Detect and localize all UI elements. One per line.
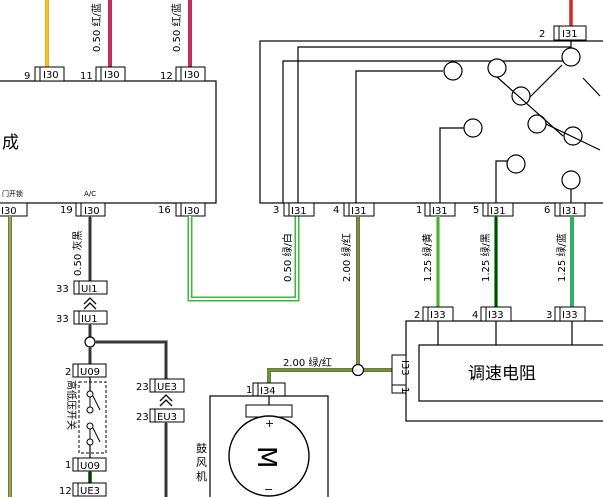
ui1-conn: UI1	[81, 284, 98, 295]
switch-pin5-conn: I31	[490, 206, 506, 217]
motor-plus: +	[265, 417, 274, 430]
ecu-bot-pin-16-num: 16	[158, 205, 171, 216]
eu3-num: 23	[136, 412, 149, 423]
ue3-top-conn: UE3	[157, 382, 177, 393]
resistor-pin3-conn: I33	[562, 310, 578, 321]
ecu-top-pin-11-conn: I30	[104, 70, 120, 81]
switch-contact-2	[463, 118, 483, 138]
wire-label-pin19: 0.50 灰黑	[71, 231, 84, 276]
ecu-partial-name: 成	[2, 133, 19, 153]
wire-label-pin4: 2.00 绿/红	[340, 233, 353, 282]
ue3-bot-conn: UE3	[80, 486, 100, 497]
wire-label-pin3: 0.50 绿/白	[281, 233, 294, 282]
wire-label-pin5: 1.25 绿/黑	[479, 233, 492, 282]
switch-pin5-num: 5	[473, 205, 479, 216]
switch-top-pin-conn: I31	[562, 29, 578, 40]
i34-conn: I34	[260, 386, 276, 397]
ecu-top-pin-9-num: 9	[24, 71, 30, 82]
ecu-label-ac: A/C	[84, 190, 96, 198]
i34-num: 1	[246, 385, 252, 396]
wire-label-pin1: 1.25 绿/黄	[421, 233, 434, 282]
splice-node-left	[84, 336, 96, 348]
ecu-top-pin-12-conn: I30	[184, 70, 200, 81]
blower-feed-wire: 2.00 绿/红	[267, 356, 392, 383]
wire-label-top-12: 0.50 红/蓝	[170, 3, 183, 52]
pin19-chain: 0.50 灰黑 33 UI1 33 IU1 2 U09 高低压开关	[56, 216, 168, 497]
switch-pin4-num: 4	[333, 205, 339, 216]
ecu-block: 成 门开锁 A/C 9 I30 11 I30 12 I30 I30 19 I30…	[0, 66, 217, 217]
ecu-bot-pin-19-num: 19	[60, 205, 73, 216]
u09-bot-num: 1	[65, 460, 71, 471]
switch-contact-1	[443, 61, 463, 81]
pressure-switch-body	[78, 381, 107, 454]
ecu-top-pin-12-num: 12	[160, 71, 173, 82]
resistor-pin4-num: 4	[472, 310, 478, 321]
ue3-bot-num: 12	[59, 486, 72, 497]
switch-contact-3	[506, 154, 526, 174]
switch-pin6-conn: I31	[562, 206, 578, 217]
switch-block: 2 I31 3 I31 4 I31 1	[259, 25, 603, 217]
resistor-pin4-conn: I33	[488, 310, 504, 321]
resistor-name: 调速电阻	[468, 364, 536, 384]
pressure-switch-label: 高低压开关	[65, 380, 78, 430]
ue3-chain: 23 UE3 23 EU3	[136, 378, 185, 497]
switch-pin1-conn: I31	[432, 206, 448, 217]
top-wires: 0.50 红/蓝 0.50 红/蓝	[45, 0, 192, 68]
resistor-pin2-num: 2	[414, 310, 420, 321]
switch-pin6-num: 6	[544, 205, 550, 216]
ecu-bot-pin-19-conn: I30	[84, 206, 100, 217]
ui1-num: 33	[56, 284, 69, 295]
resistor-side-conn: I33	[399, 360, 410, 376]
switch-pin3-num: 3	[273, 205, 279, 216]
splice-node-right	[351, 363, 365, 377]
iu1-conn: IU1	[81, 314, 98, 325]
blower-motor: 1 I34 鼓 风 机 + M −	[196, 382, 329, 497]
switch-pin4-conn: I31	[351, 206, 367, 217]
motor-symbol: M	[251, 446, 281, 468]
resistor-block: 调速电阻 I33 1 2 I33 4 I33 3 I33	[391, 306, 603, 422]
wire-label-pin6: 1.25 绿/蓝	[555, 233, 568, 282]
iu1-num: 33	[56, 314, 69, 325]
ue3-top-num: 23	[136, 382, 149, 393]
wire-label-horiz: 2.00 绿/红	[283, 356, 332, 369]
blower-label: 鼓 风 机	[196, 441, 211, 483]
ecu-top-pin-9-conn: I30	[43, 70, 59, 81]
u09-bot-conn: U09	[80, 461, 100, 472]
resistor-pin3-num: 3	[546, 310, 552, 321]
switch-resistor-wires: 2.00 绿/红 1.25 绿/黄 1.25 绿/黑 1.25 绿/蓝	[340, 216, 574, 364]
pin16-pin3-wire: 0.50 绿/白	[187, 216, 300, 302]
motor-circle	[228, 415, 310, 497]
ecu-bot-pin-16-conn: I30	[184, 206, 200, 217]
resistor-pin2-conn: I33	[430, 310, 446, 321]
u09-top-conn: U09	[80, 367, 100, 378]
ecu-top-pin-11-num: 11	[80, 71, 93, 82]
u09-top-num: 2	[65, 367, 71, 378]
switch-pin1-num: 1	[416, 205, 422, 216]
resistor-side-num: 1	[399, 387, 410, 393]
motor-minus: −	[264, 483, 273, 496]
switch-pin3-conn: I31	[291, 206, 307, 217]
wire-label-top-11: 0.50 红/蓝	[90, 3, 103, 52]
switch-top-pin-num: 2	[539, 29, 545, 40]
eu3-conn: EU3	[157, 412, 177, 423]
ecu-label-door: 门开锁	[2, 189, 23, 198]
ecu-bot-pin-left-conn: I30	[1, 206, 17, 217]
